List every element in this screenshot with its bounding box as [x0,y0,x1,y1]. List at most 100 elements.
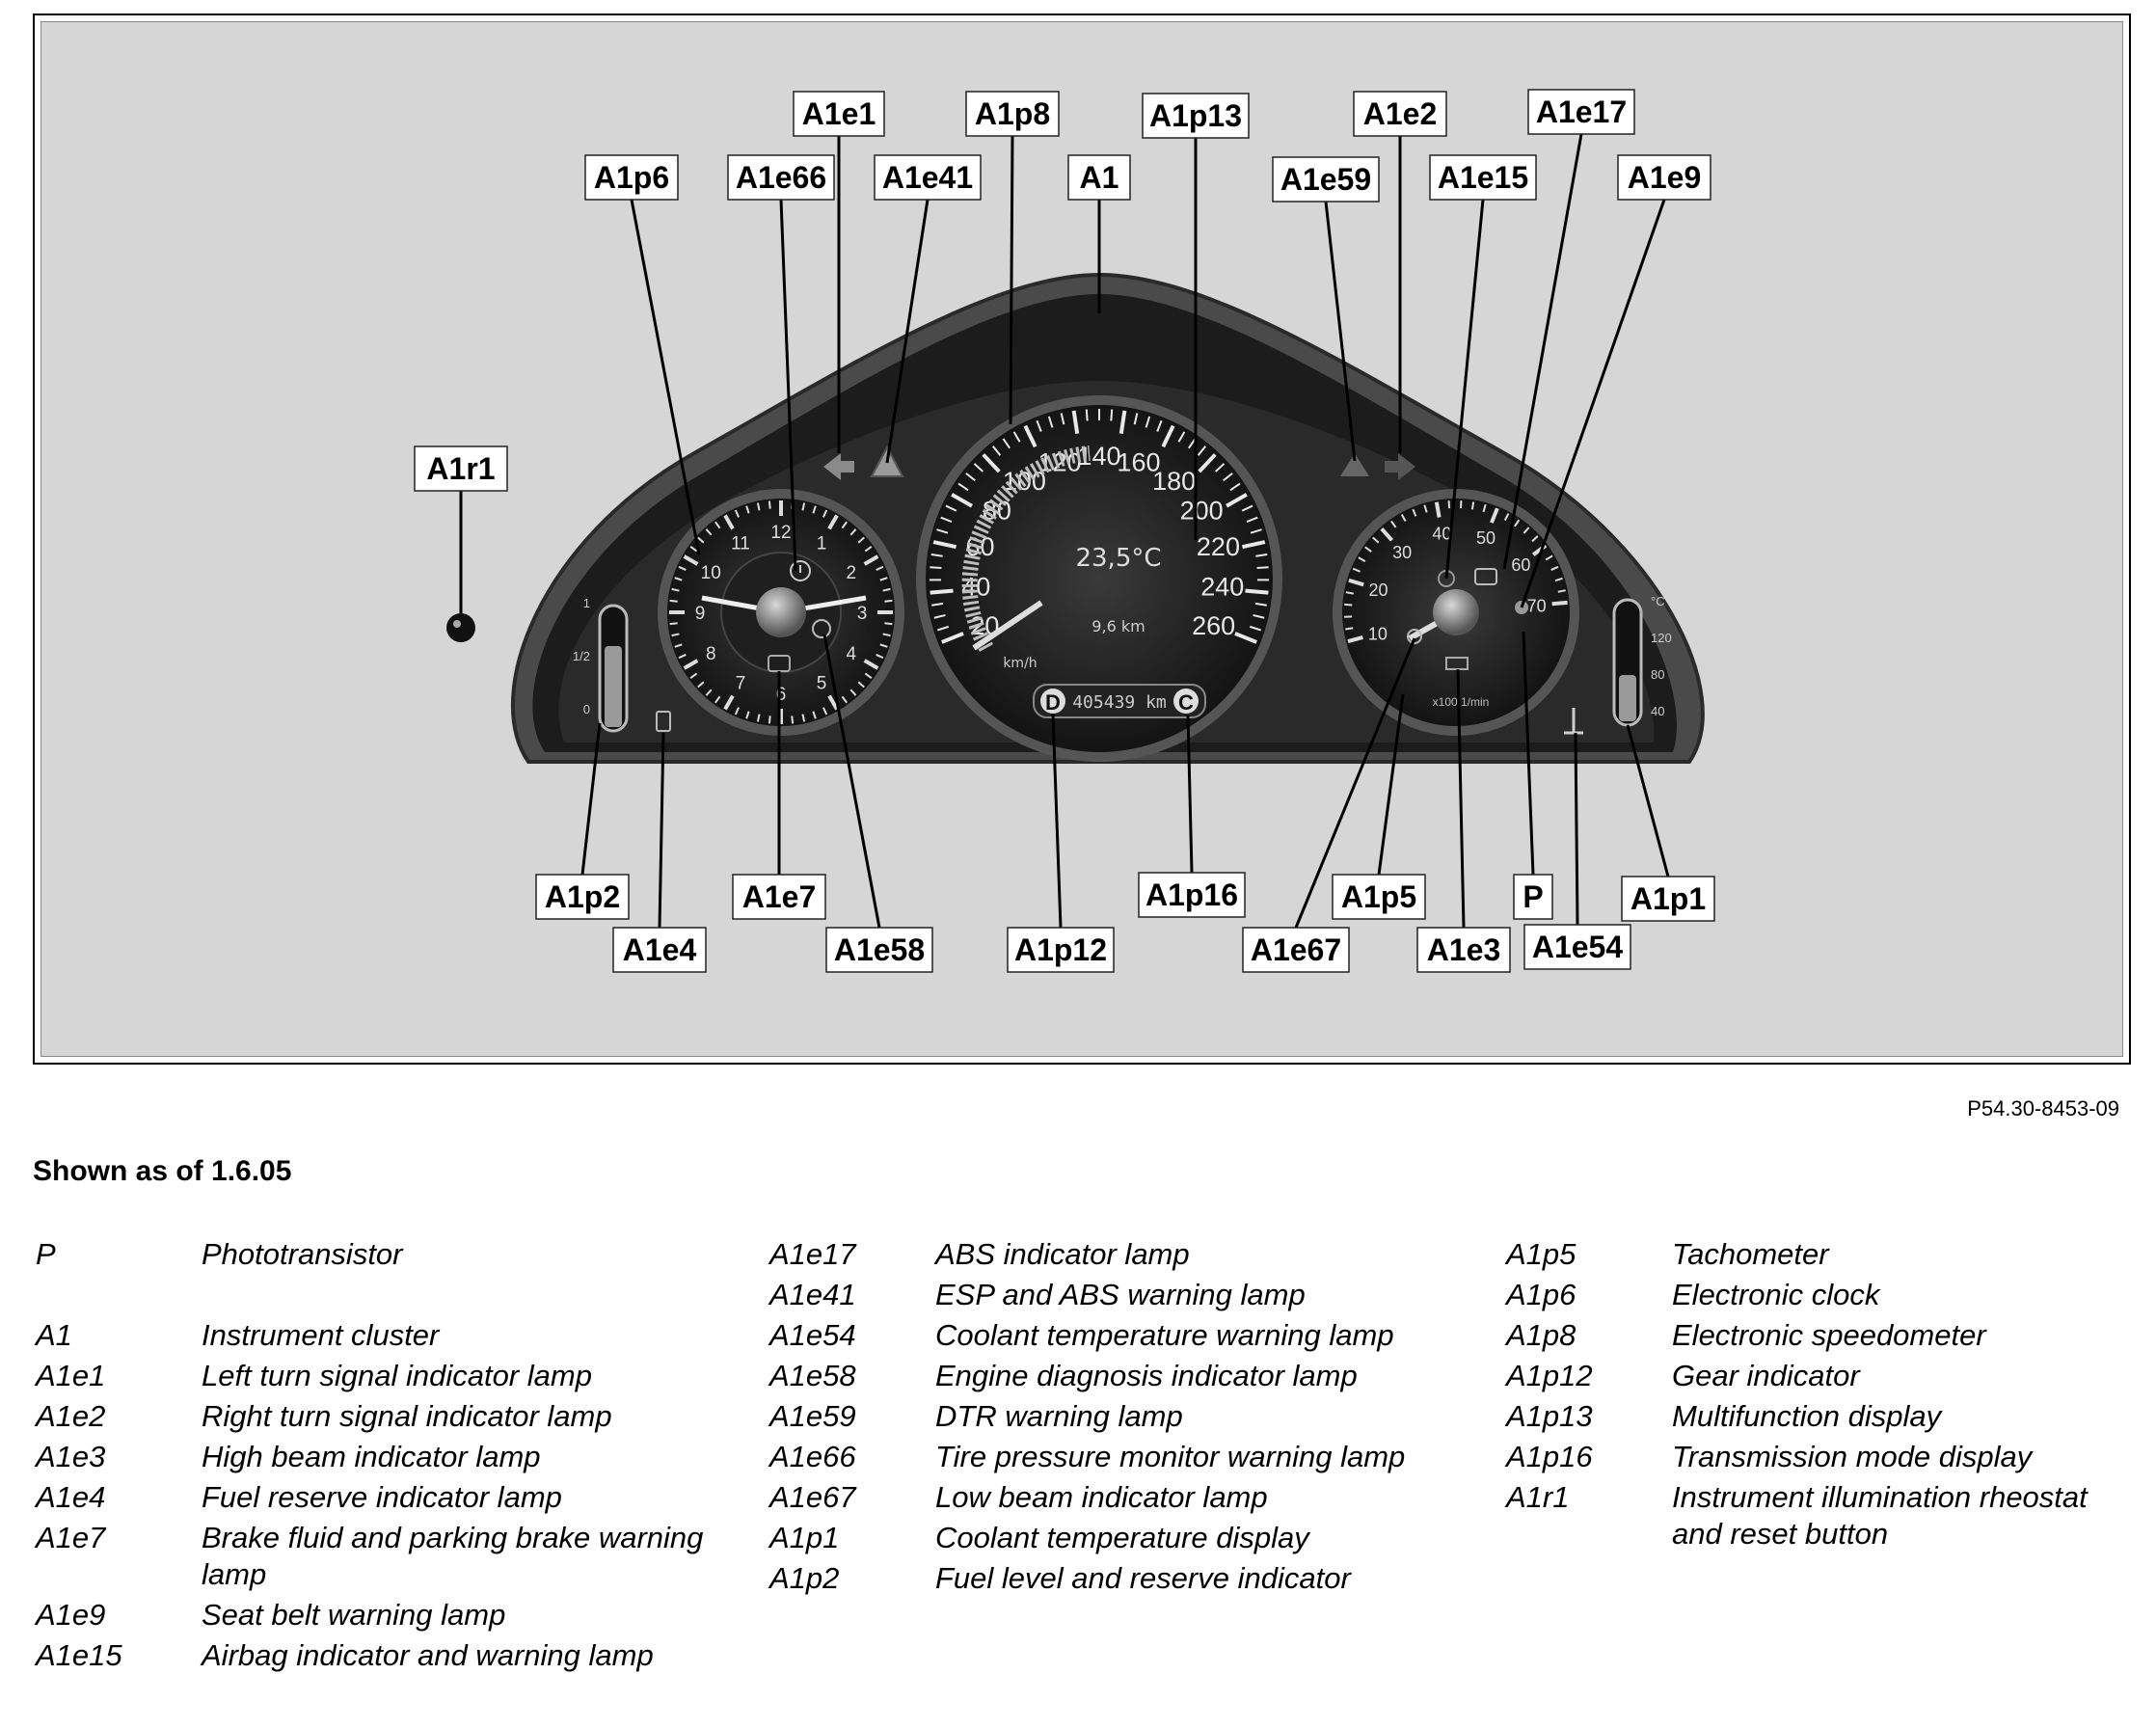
leader-line-p [1522,631,1535,876]
callout-box [1617,154,1711,201]
clock-tick [841,521,848,529]
high-beam-icon [1445,657,1469,670]
speed-label: 260 [1192,611,1235,640]
clock-tick [827,694,839,711]
odometer-value: 405439 km [1072,692,1167,713]
tacho-tick [1514,519,1521,527]
legend-code: A1e3 [36,1440,106,1473]
tacho-label: 70 [1527,597,1547,616]
legend-text: Right turn signal indicator lamp [202,1399,612,1433]
clock-number: 2 [846,563,856,583]
legend-code: A1p16 [1506,1440,1593,1473]
speed-tick [1254,602,1267,607]
speed-tick [1255,554,1268,557]
legend-code: A1 [36,1318,72,1352]
speed-tick [941,632,964,644]
tacho-label: 50 [1476,528,1496,548]
tacho-tick [1358,556,1366,562]
speed-tick [1036,419,1042,432]
speed-tick [1023,424,1038,448]
callout-a1: A1 [1067,154,1131,201]
clock-tick [756,714,761,722]
clock-tick [884,622,893,626]
clock-tick [822,509,828,518]
legend-code: A1e15 [36,1638,122,1672]
callout-box [612,927,707,973]
leader-line-a1e66 [779,199,797,572]
clock-number: 4 [846,644,856,664]
clock-tick [876,565,884,571]
speed-tick [1241,504,1253,512]
callout-a1p8: A1p8 [965,91,1060,137]
rheostat-button[interactable] [446,613,475,642]
clock-number: 1 [817,533,827,554]
clock-tick [671,587,680,592]
coolant-label: 120 [1651,631,1672,645]
legend-code: A1p2 [769,1561,840,1595]
fuel-reserve-icon [656,711,671,732]
clock-number: 6 [776,685,787,705]
clock-tick [723,694,735,711]
clock-number: 8 [706,644,716,664]
clock-tick [714,695,721,704]
speed-tick [1177,431,1186,443]
clock-tick [864,672,873,679]
speed-tick [945,504,957,512]
leader-line-a1p12 [1051,713,1063,929]
clock-tick [857,536,865,544]
speed-tick [1229,482,1241,492]
speed-tick [1156,419,1163,432]
speed-tick [1226,493,1248,508]
callout-label: A1e58 [834,932,925,967]
clock-tick [674,643,683,648]
callout-a1p12: A1p12 [1007,927,1115,973]
clock-tick [882,587,891,592]
clock-tick [745,711,750,719]
right-turn-signal-icon [1385,453,1415,480]
speed-tick [1002,438,1011,449]
clock-tick [857,681,865,688]
tacho-tick [1380,527,1394,542]
callout-label: A1p16 [1145,878,1238,912]
speed-tick [1085,409,1089,421]
speed-tick [930,588,954,595]
speedometer-needle [972,600,1043,651]
speed-tick [1012,431,1021,443]
callout-box [1416,927,1511,973]
clock-tick [745,505,750,514]
clock-tick [876,654,884,660]
callout-label: A1e66 [736,160,826,195]
callout-a1r1: A1r1 [414,446,508,492]
callout-box [825,927,933,973]
callout-box [1067,154,1131,201]
speed-tick [933,613,946,619]
clock-tick [863,554,879,566]
engine-diagnosis-icon [812,619,831,638]
legend-text: Coolant temperature warning lamp [935,1318,1394,1352]
speed-tick [1133,413,1139,425]
leader-line-a1p2 [580,722,602,876]
speed-tick [1198,453,1217,473]
clock-tick [683,554,699,566]
clock-tick [882,633,891,637]
callout-box [584,154,679,201]
transmission-mode-c: C [1178,690,1194,715]
legend-text: Multifunction display [1672,1399,1942,1433]
legend-code: A1e7 [36,1521,106,1554]
speed-unit: km/h [1003,656,1037,671]
callout-a1e1: A1e1 [793,91,885,137]
legend-code: A1e54 [769,1318,856,1352]
clock-number: 7 [736,674,746,694]
figure-reference-code: P54.30-8453-09 [1967,1096,2119,1120]
speed-tick [932,540,957,550]
callout-a1e2: A1e2 [1353,91,1447,137]
tacho-tick [1551,600,1568,607]
clock-tick [669,622,678,626]
callout-a1e41: A1e41 [874,154,982,201]
